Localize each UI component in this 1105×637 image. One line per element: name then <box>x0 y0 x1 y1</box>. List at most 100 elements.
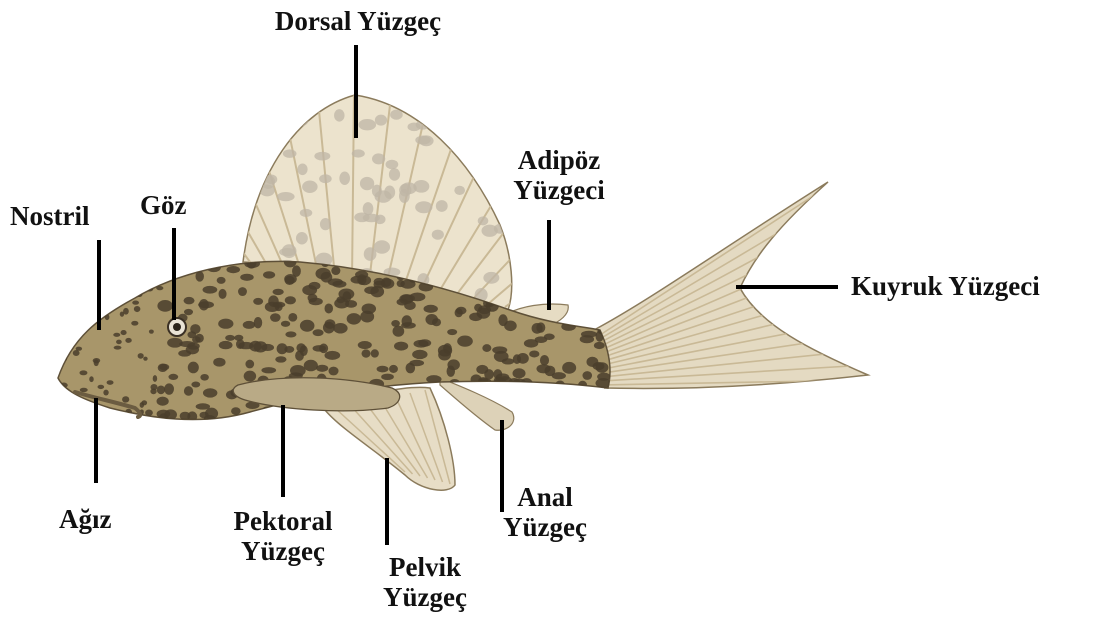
body-spot <box>252 413 263 423</box>
fin-spot <box>415 201 432 213</box>
body-spot <box>272 289 283 295</box>
body-spot <box>73 295 81 299</box>
body-spot <box>149 330 154 334</box>
body-spot <box>600 410 612 420</box>
body-spot <box>60 329 66 334</box>
fin-spot <box>293 113 304 121</box>
body-spot <box>219 341 233 349</box>
body-spot <box>85 315 90 322</box>
body-spot <box>447 329 457 335</box>
body-spot <box>184 297 195 305</box>
fin-spot <box>300 209 313 217</box>
body-spot <box>184 309 193 315</box>
body-spot <box>531 401 545 410</box>
body-spot <box>563 264 576 272</box>
body-spot <box>195 271 203 282</box>
body-spot <box>138 353 144 359</box>
body-spot <box>73 350 80 356</box>
body-spot <box>409 360 424 366</box>
body-spot <box>188 362 199 374</box>
body-spot <box>132 300 139 304</box>
body-spot <box>482 344 491 352</box>
body-spot <box>134 284 138 289</box>
fin-spot <box>483 272 499 284</box>
body-spot <box>325 303 334 313</box>
body-spot <box>568 309 579 316</box>
fin-ray <box>471 112 650 301</box>
body-spot <box>345 300 357 308</box>
body-spot <box>599 260 613 269</box>
body-spot <box>70 314 76 319</box>
body-spot <box>494 351 509 362</box>
body-spot <box>319 344 328 354</box>
body-spot <box>325 319 336 329</box>
fin-spot <box>375 115 387 126</box>
body-spot <box>377 366 389 373</box>
fin-spot <box>451 133 462 141</box>
body-spot <box>89 291 94 296</box>
body-spot <box>157 385 165 394</box>
body-spot <box>122 396 129 402</box>
body-spot <box>592 286 601 292</box>
body-spot <box>203 388 217 397</box>
body-spot <box>404 301 416 310</box>
body-spot <box>57 309 64 314</box>
fin-spot <box>277 192 295 201</box>
body-spot <box>107 380 114 385</box>
body-spot <box>89 376 93 382</box>
body-spot <box>263 271 275 278</box>
body-spot <box>164 268 179 278</box>
body-spot <box>535 336 548 343</box>
eye-label-text: Göz <box>140 190 187 220</box>
body-spot <box>536 322 545 332</box>
body-spot <box>60 341 65 346</box>
fin-spot <box>360 177 374 190</box>
body-spot <box>196 403 210 409</box>
fin-spot <box>314 152 330 161</box>
fin-spot <box>302 181 317 193</box>
pelvic-fin-label-line1: Pelvik <box>360 552 490 582</box>
body-spot <box>575 387 588 394</box>
body-spot <box>285 296 296 304</box>
body-spot <box>589 396 597 407</box>
body-spot <box>94 359 99 366</box>
body-spot <box>217 277 226 284</box>
body-spot <box>234 335 243 341</box>
body-spot <box>288 313 297 322</box>
body-spot <box>140 402 144 408</box>
body-spot <box>59 352 66 358</box>
body-spot <box>203 286 218 294</box>
body-spot <box>238 287 247 296</box>
body-spot <box>598 256 608 266</box>
anal-fin-label-line2: Yüzgeç <box>485 512 605 542</box>
body-spot <box>588 404 598 411</box>
fin-spot <box>375 190 392 202</box>
body-spot <box>459 408 467 419</box>
body-spot <box>536 364 550 373</box>
body-spot <box>582 371 592 380</box>
body-spot <box>139 285 144 290</box>
body-spot <box>418 339 431 346</box>
body-spot <box>552 372 566 379</box>
body-spot <box>157 300 172 312</box>
body-spot <box>231 407 241 415</box>
body-spot <box>62 290 66 294</box>
body-spot <box>180 412 191 420</box>
body-spot <box>336 296 344 303</box>
body-spot <box>121 330 127 335</box>
fin-ray <box>179 30 284 268</box>
body-spot <box>285 331 296 337</box>
fin-spot <box>283 149 297 158</box>
body-spot <box>583 396 592 403</box>
nostril-label-text: Nostril <box>10 201 89 231</box>
body-spot <box>575 305 590 315</box>
body-spot <box>144 259 151 266</box>
body-spot <box>313 329 324 336</box>
body-spot <box>447 399 458 409</box>
body-spot <box>63 314 70 318</box>
fin-spot <box>372 153 385 164</box>
body-spot <box>88 300 94 306</box>
body-spot <box>106 270 113 274</box>
fin-spot <box>495 205 505 215</box>
fin-spot <box>374 240 390 253</box>
